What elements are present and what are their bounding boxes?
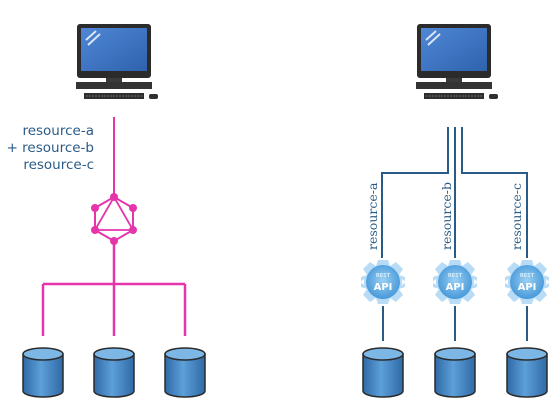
- graphql-fanout: [41, 241, 187, 336]
- database-left-3: [164, 347, 206, 398]
- database-right-2: [434, 347, 476, 398]
- svg-text:API: API: [374, 282, 393, 293]
- database-left-1: [22, 347, 64, 398]
- request-line-2: + resource-b: [7, 140, 94, 156]
- svg-text:REST: REST: [376, 273, 391, 279]
- rest-request-lines: [381, 127, 528, 258]
- graphql-icon: [91, 193, 137, 245]
- resource-label-a: resource-a: [365, 182, 380, 250]
- svg-text:API: API: [446, 282, 465, 293]
- request-line-3: resource-c: [23, 157, 94, 173]
- rest-db-links: [382, 306, 528, 341]
- database-left-2: [93, 347, 135, 398]
- request-line-1: resource-a: [22, 123, 94, 139]
- client-computer-left: [75, 23, 159, 100]
- svg-text:API: API: [518, 282, 537, 293]
- rest-api-badge-c: REST API: [504, 260, 550, 304]
- client-computer-right: [415, 23, 499, 100]
- svg-text:REST: REST: [520, 273, 535, 279]
- resource-label-c: resource-c: [509, 183, 524, 250]
- svg-text:REST: REST: [448, 273, 463, 279]
- rest-api-badge-b: REST API: [432, 260, 478, 304]
- database-right-3: [506, 347, 548, 398]
- rest-api-badge-a: REST API: [360, 260, 406, 304]
- database-right-1: [362, 347, 404, 398]
- resource-label-b: resource-b: [439, 182, 454, 250]
